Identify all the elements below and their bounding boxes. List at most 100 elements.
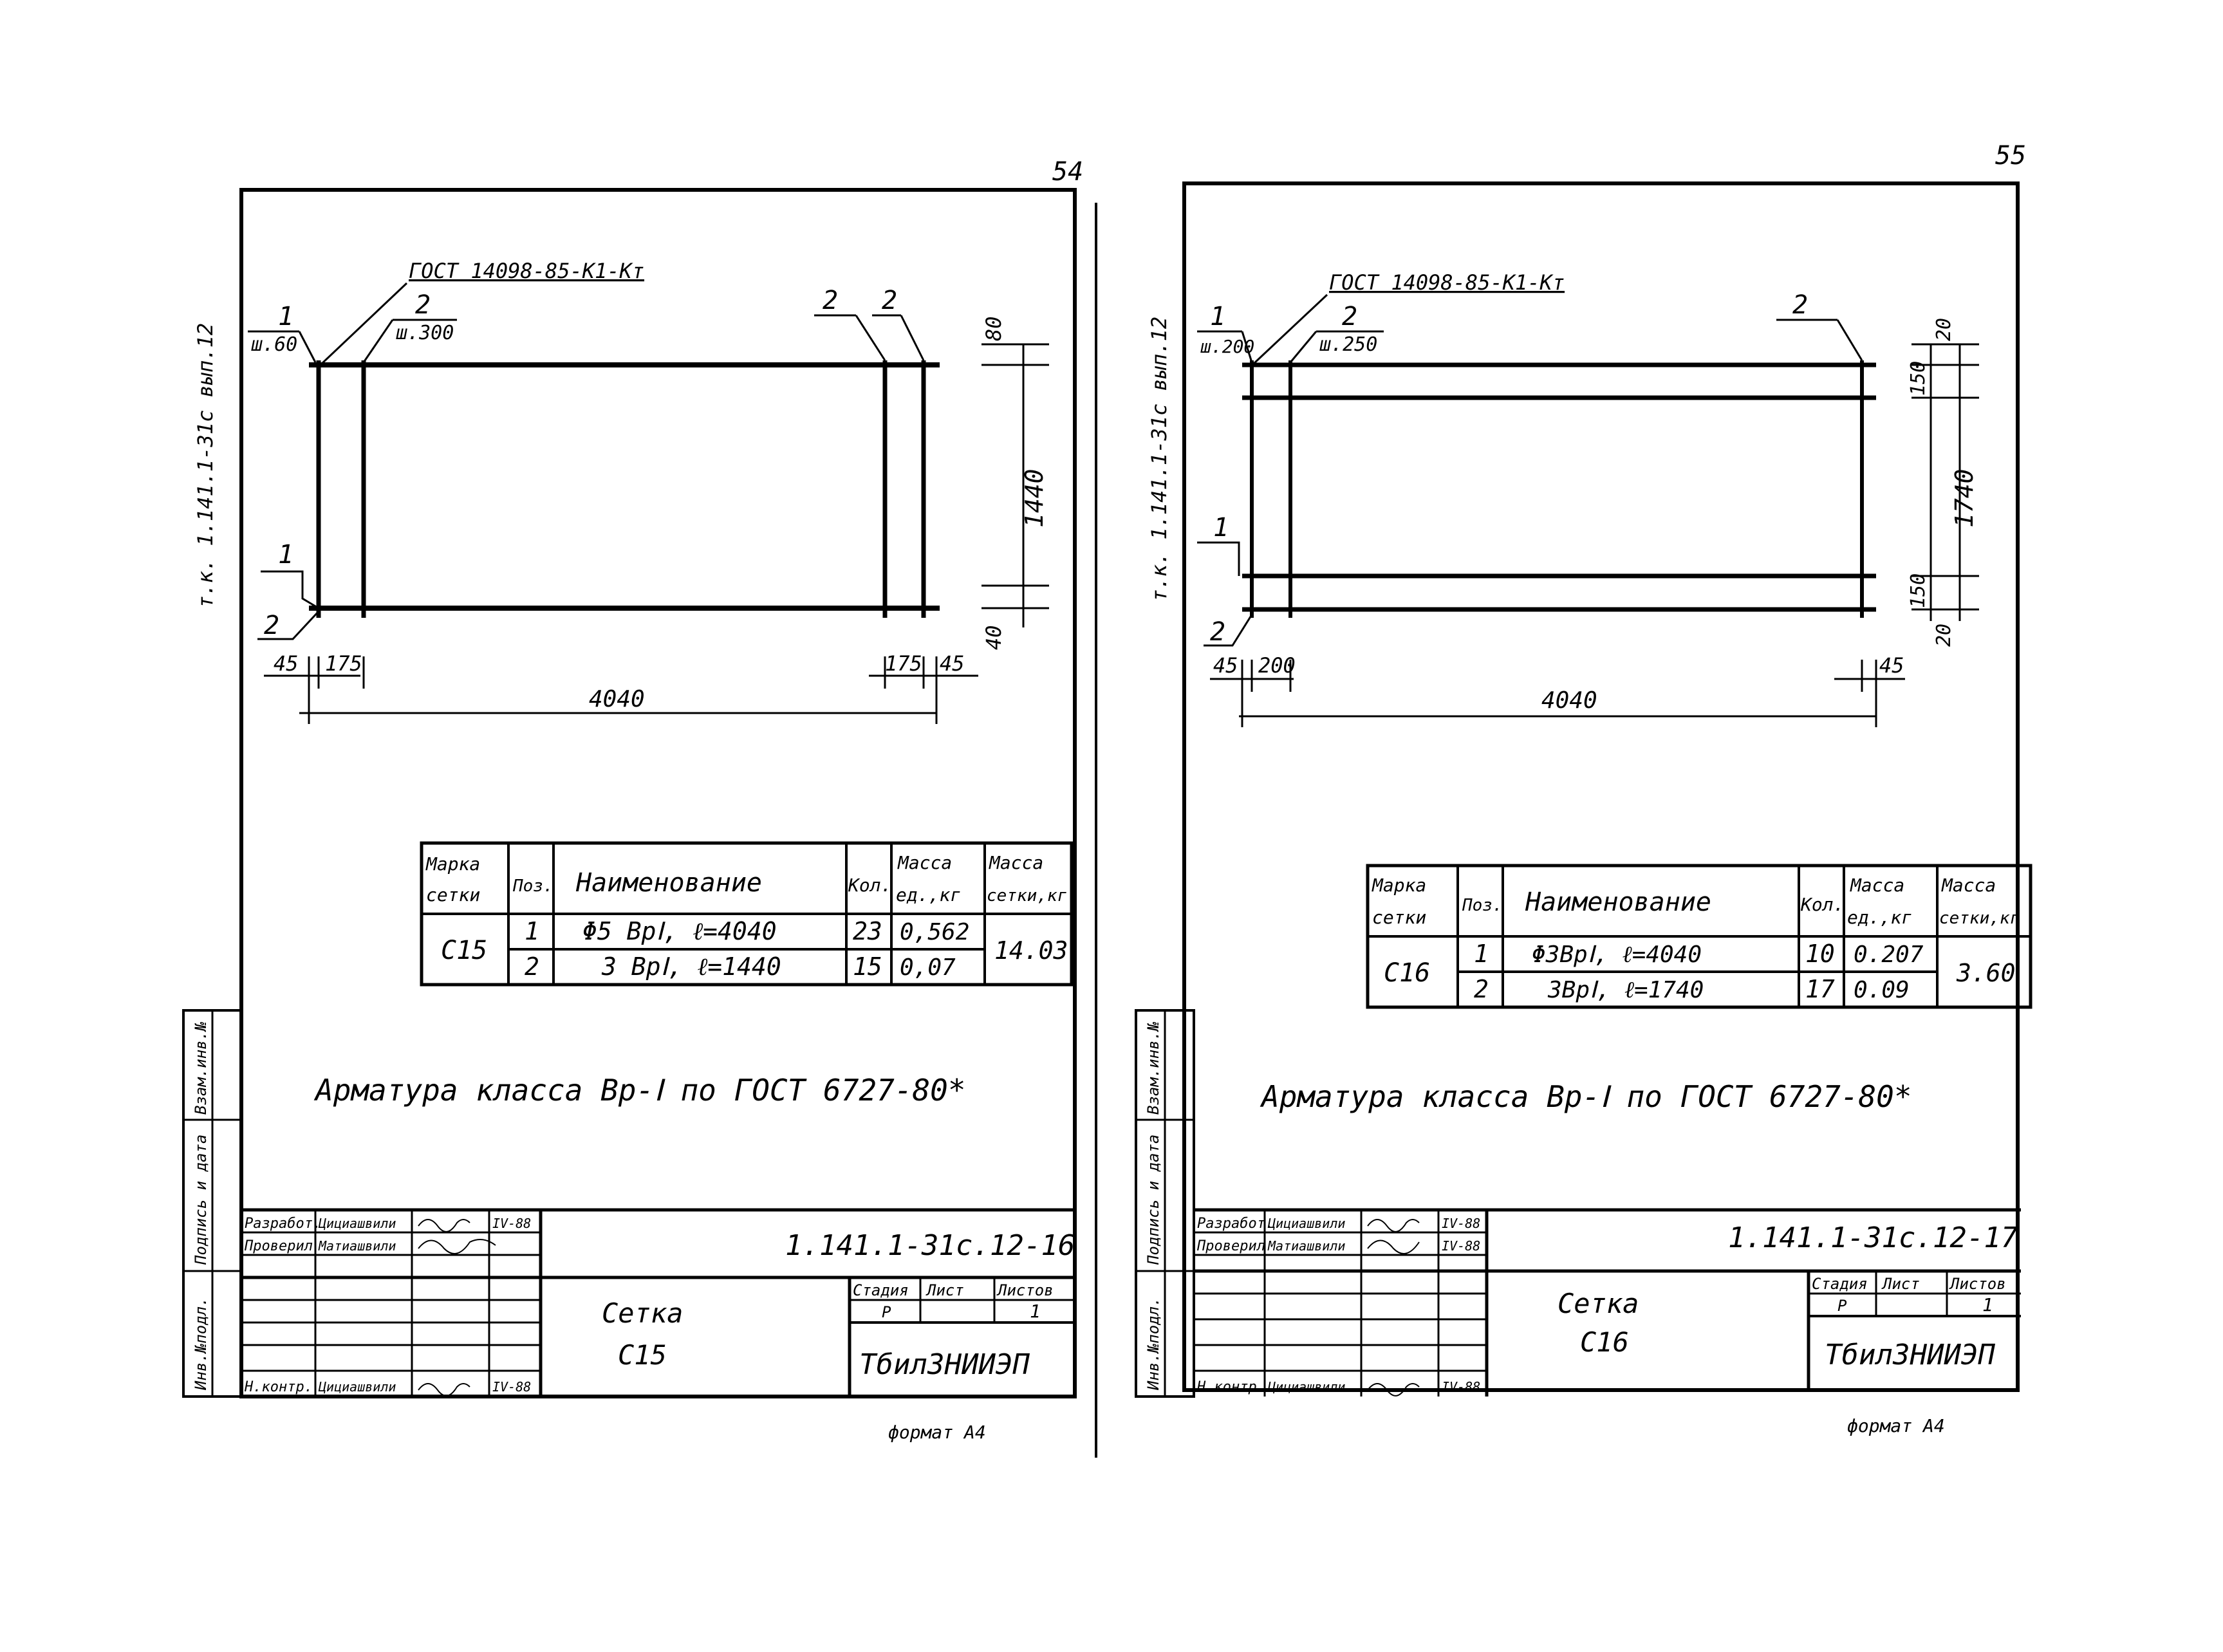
table-cell: 2 — [1474, 975, 1489, 1003]
dim-label: 45 — [1213, 653, 1238, 678]
signature-mark — [418, 1219, 470, 1232]
stage-value: Р — [882, 1303, 891, 1321]
col-header: Листов — [996, 1281, 1054, 1299]
sheet-frame — [239, 188, 1077, 1398]
pos-label: 2 — [1342, 302, 1357, 331]
table-cell: 0.09 — [1854, 977, 1910, 1003]
dim-label: 40 — [981, 625, 1006, 650]
sheet-title: Сетка — [1558, 1288, 1639, 1319]
role-label: Н.контр. — [1196, 1379, 1265, 1395]
pos-label: 1 — [1213, 513, 1229, 543]
vertical-dimensions: 80 1440 40 — [981, 316, 1049, 650]
pos-label: 1 — [1210, 302, 1225, 331]
table-header: Кол. — [1800, 894, 1844, 915]
table-cell: 1 — [1474, 940, 1489, 968]
margin-label: Инв.№подл. — [1144, 1297, 1162, 1391]
table-header: Поз. — [1462, 896, 1503, 915]
role-label: Н.контр. — [244, 1379, 313, 1395]
name-label: Цициашвили — [318, 1379, 396, 1395]
role-label: Проверил — [1196, 1238, 1265, 1254]
dim-label: 150 — [1907, 361, 1930, 396]
signature-mark — [418, 1239, 496, 1254]
horizontal-dimensions: 45 175 175 45 4040 — [264, 651, 978, 724]
table-cell: 2 — [525, 952, 539, 981]
pos-label: 1 — [278, 540, 293, 570]
dim-label: 200 — [1258, 653, 1296, 678]
spec-table: Марка сетки Поз. Наименование Кол. Масса… — [420, 841, 1074, 987]
signature-mark — [1367, 1383, 1420, 1397]
pos-label: 2 — [823, 286, 838, 315]
pos-label: 2 — [415, 290, 431, 320]
table-cell: 10 — [1805, 940, 1835, 968]
margin-label: Подпись и дата — [192, 1135, 210, 1265]
table-cell: Φ3ВрⅠ, ℓ=4040 — [1532, 942, 1702, 968]
name-label: Цициашвили — [318, 1216, 396, 1231]
page-number: 54 — [1052, 157, 1083, 187]
table-header: Кол. — [848, 875, 891, 896]
format-label: формат А4 — [888, 1422, 986, 1443]
col-header: Стадия — [1812, 1275, 1868, 1293]
dim-label: 1740 — [1950, 469, 1978, 528]
margin-strip: Инв.№подл. Подпись и дата Взам.инв.№ — [182, 1009, 243, 1398]
mass-total: 14.03 — [994, 936, 1068, 965]
table-header: Масса — [897, 852, 952, 873]
signature-mark — [418, 1383, 470, 1397]
margin-strip: Инв.№подл. Подпись и дата Взам.инв.№ — [1135, 1009, 1195, 1398]
table-header: сетки — [426, 884, 480, 905]
col-header: Листов — [1949, 1275, 2006, 1293]
mesh-drawing-c15 — [309, 360, 940, 618]
margin-label: Взам.инв.№ — [192, 1022, 210, 1115]
pos-label: 2 — [1210, 617, 1225, 647]
role-label: Проверил — [244, 1238, 313, 1254]
stage-value: Р — [1837, 1297, 1847, 1315]
pos-label: 2 — [264, 611, 279, 640]
rebar-note: Арматура класса Вр-Ⅰ по ГОСТ 6727-80* — [313, 1073, 966, 1108]
sheet-title: Сетка — [602, 1297, 683, 1329]
margin-label: Взам.инв.№ — [1144, 1022, 1162, 1115]
name-label: Матиашвили — [1267, 1238, 1345, 1254]
table-header: Масса — [1850, 875, 1904, 896]
date-label: IV-88 — [492, 1216, 531, 1231]
pos-label: 2 — [882, 286, 897, 315]
standard-label: ГОСТ 14098-85-К1-Кт — [1329, 270, 1565, 295]
sheets-value: 1 — [1030, 1301, 1041, 1322]
signature-mark — [1367, 1219, 1420, 1232]
dim-label: 45 — [1879, 653, 1904, 678]
table-cell: 3ВрⅠ, ℓ=1740 — [1547, 977, 1704, 1003]
mesh-drawing-c16 — [1242, 360, 1876, 618]
sheet-55: 55 т.к. 1.141.1-31с вып.12 ГОСТ 14098-85… — [1135, 141, 2032, 1436]
date-label: IV-88 — [1442, 1216, 1480, 1231]
sheet-54: 54 т.к. 1.141.1-31с вып.12 ГОСТ 14098-85… — [182, 157, 1083, 1443]
name-label: Цициашвили — [1267, 1379, 1345, 1395]
dim-label: 175 — [325, 651, 362, 676]
format-label: формат А4 — [1847, 1415, 1945, 1436]
role-label: Разработ. — [1197, 1216, 1274, 1232]
table-cell: 17 — [1805, 975, 1835, 1003]
dim-label: 45 — [940, 651, 965, 676]
vertical-dimensions: 20 150 1740 150 20 — [1907, 318, 1979, 647]
sheets-value: 1 — [1982, 1294, 1993, 1315]
table-cell: 15 — [853, 952, 882, 981]
organization: ТбилЗНИИЭП — [859, 1348, 1030, 1381]
dim-label: 80 — [981, 316, 1006, 341]
table-cell: 0,07 — [900, 954, 956, 981]
dim-label: 4040 — [589, 686, 645, 712]
doc-code: 1.141.1-31с.12-16 — [785, 1229, 1075, 1262]
col-header: Лист — [1881, 1275, 1920, 1293]
table-cell: 1 — [525, 917, 539, 945]
role-label: Разработ. — [245, 1216, 321, 1232]
side-label: т.к. 1.141.1-31с вып.12 — [193, 323, 218, 608]
mesh-mark: С15 — [441, 936, 487, 965]
table-header: ед.,кг — [896, 884, 961, 905]
table-header: Масса — [989, 852, 1043, 873]
sheet-frame — [1182, 181, 2020, 1392]
col-header: Лист — [925, 1281, 964, 1299]
table-header: сетки,кг — [987, 886, 1067, 905]
table-header: сетки,кг — [1939, 909, 2020, 928]
table-cell: 23 — [853, 917, 882, 945]
margin-label: Инв.№подл. — [192, 1297, 210, 1391]
table-header: Поз. — [512, 877, 553, 896]
table-header: Наименование — [1525, 887, 1711, 917]
